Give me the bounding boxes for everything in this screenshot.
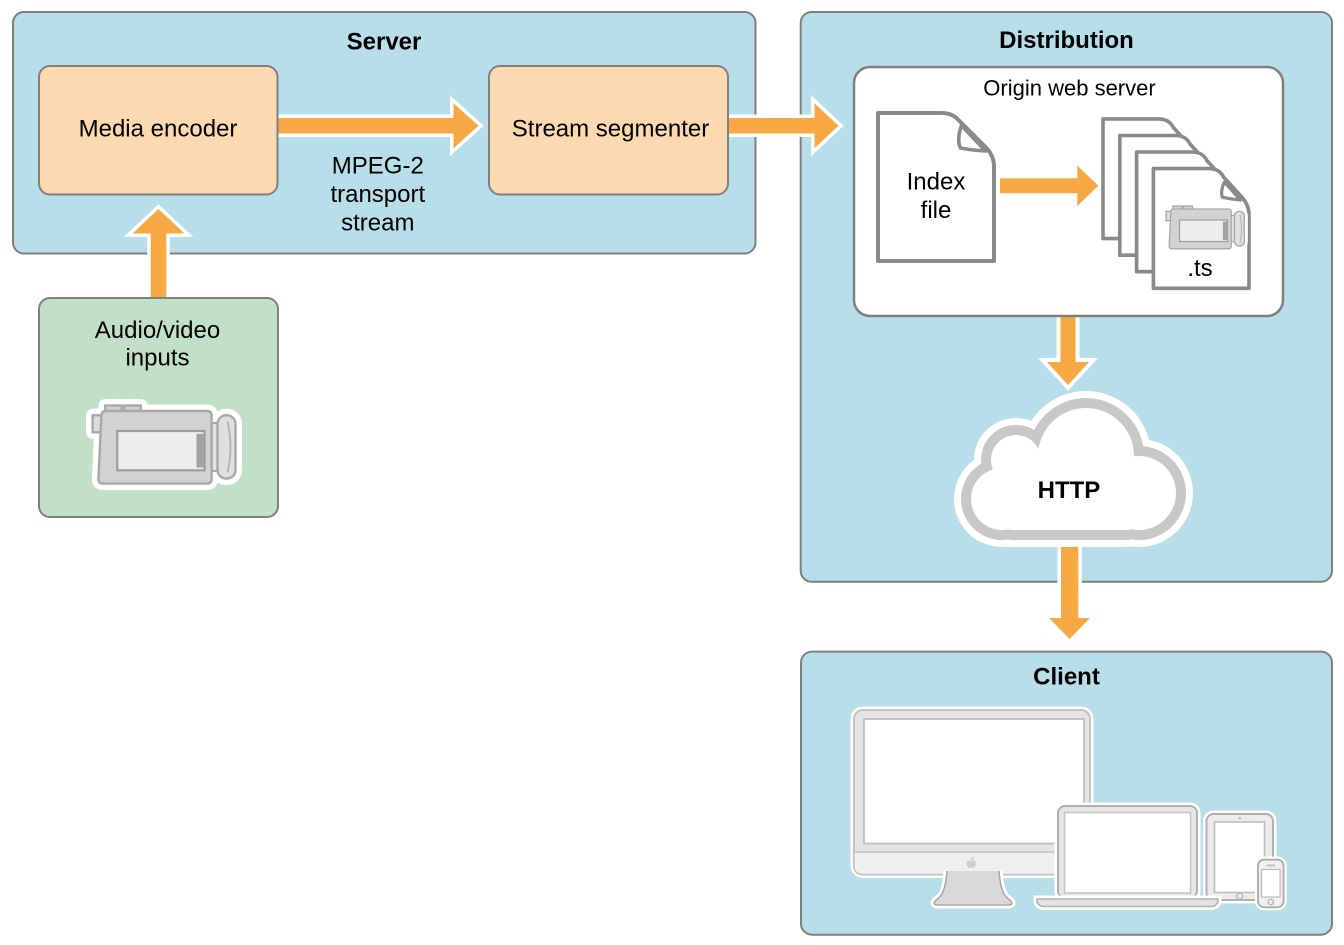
svg-text:Origin web server: Origin web server [983, 76, 1155, 101]
svg-text:HTTP: HTTP [1038, 477, 1101, 504]
svg-text:Audio/video: Audio/video [95, 317, 220, 344]
svg-text:MPEG-2: MPEG-2 [332, 153, 424, 180]
svg-text:Server: Server [347, 29, 422, 56]
svg-text:.ts: .ts [1187, 255, 1212, 282]
svg-text:Index: Index [907, 169, 966, 196]
svg-text:inputs: inputs [125, 345, 189, 372]
svg-text:Client: Client [1033, 664, 1100, 691]
svg-text:stream: stream [341, 210, 414, 237]
svg-text:Distribution: Distribution [999, 27, 1134, 54]
svg-text:Media encoder: Media encoder [79, 116, 238, 143]
svg-text:Stream segmenter: Stream segmenter [512, 116, 709, 143]
svg-text:transport: transport [330, 181, 425, 208]
svg-text:file: file [921, 197, 952, 224]
